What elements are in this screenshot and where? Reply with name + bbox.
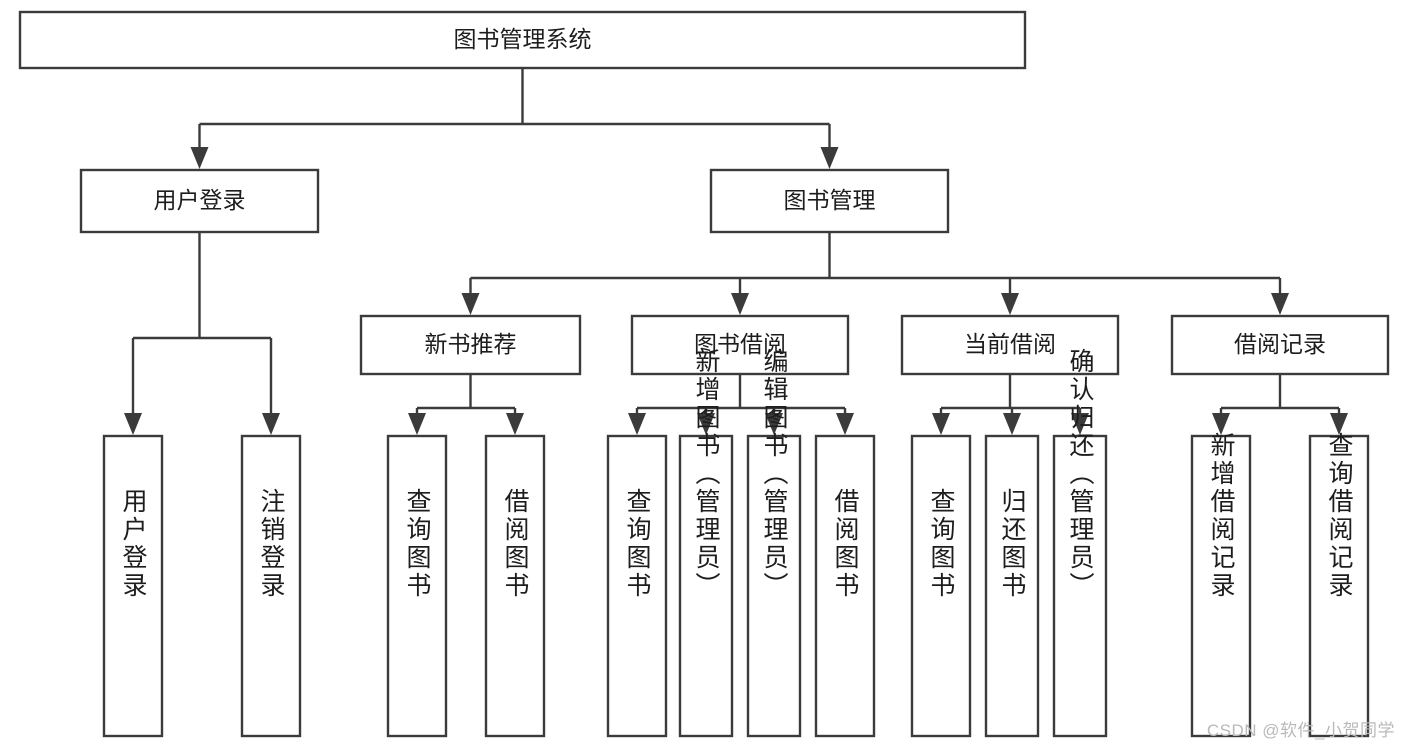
node-leaf-add-borrow-record[interactable]: 新增借阅记录 — [1190, 432, 1252, 738]
node-label-leaf-query-book-3: 查询图书 — [927, 488, 956, 600]
node-label-leaf-add-borrow-record: 新增借阅记录 — [1207, 432, 1236, 600]
node-leaf-borrow-book-1[interactable]: 借阅图书 — [484, 434, 546, 738]
node-root[interactable]: 图书管理系统 — [18, 10, 1027, 70]
node-leaf-add-book-admin[interactable]: 新增图书（管理员） — [678, 348, 734, 738]
node-label-leaf-confirm-return-admin: 确认归还（管理员） — [1066, 348, 1095, 600]
node-box-leaf-logout[interactable] — [240, 434, 302, 738]
node-box-l2-book-mgmt[interactable] — [709, 168, 950, 234]
node-box-l2-user-login[interactable] — [79, 168, 320, 234]
node-l3-borrow-record[interactable]: 借阅记录 — [1170, 314, 1390, 376]
node-label-root: 图书管理系统 — [454, 26, 592, 52]
node-box-leaf-user-login[interactable] — [102, 434, 164, 738]
node-label-leaf-borrow-book-2: 借阅图书 — [831, 488, 860, 600]
edges-layer — [124, 68, 1348, 435]
node-leaf-return-book[interactable]: 归还图书 — [984, 434, 1040, 738]
node-label-l3-book-borrow: 图书借阅 — [694, 331, 786, 357]
node-label-leaf-user-login: 用户登录 — [119, 488, 148, 600]
node-label-l2-book-mgmt: 图书管理 — [784, 187, 876, 213]
edge-group-l3_book_borrow — [628, 374, 854, 435]
node-label-leaf-return-book: 归还图书 — [998, 488, 1027, 600]
node-leaf-logout[interactable]: 注销登录 — [240, 434, 302, 738]
node-box-leaf-add-borrow-record[interactable] — [1190, 434, 1252, 738]
node-box-leaf-query-book-2[interactable] — [606, 434, 668, 738]
node-box-leaf-query-book-3[interactable] — [910, 434, 972, 738]
node-box-leaf-query-book-1[interactable] — [386, 434, 448, 738]
node-label-leaf-query-borrow-record: 查询借阅记录 — [1325, 432, 1354, 600]
edge-group-l3_new_book_rec — [408, 374, 524, 435]
node-box-leaf-edit-book-admin[interactable] — [746, 434, 802, 738]
node-label-l3-current-borrow: 当前借阅 — [964, 331, 1056, 357]
node-leaf-user-login[interactable]: 用户登录 — [102, 434, 164, 738]
edge-group-l2_book_mgmt — [461, 232, 1289, 315]
node-box-l3-borrow-record[interactable] — [1170, 314, 1390, 376]
node-box-l3-book-borrow[interactable] — [630, 314, 850, 376]
watermark-label: CSDN @软件_小贺同学 — [1206, 721, 1395, 740]
nodes-layer: 图书管理系统用户登录图书管理新书推荐图书借阅当前借阅借阅记录用户登录注销登录查询… — [18, 10, 1390, 738]
node-box-leaf-borrow-book-1[interactable] — [484, 434, 546, 738]
node-leaf-borrow-book-2[interactable]: 借阅图书 — [814, 434, 876, 738]
node-label-l3-new-book-rec: 新书推荐 — [425, 331, 517, 357]
node-l3-current-borrow[interactable]: 当前借阅 — [900, 314, 1120, 376]
node-leaf-edit-book-admin[interactable]: 编辑图书（管理员） — [746, 348, 802, 738]
edge-group-l3_current_borrow — [932, 374, 1089, 435]
node-box-leaf-borrow-book-2[interactable] — [814, 434, 876, 738]
node-box-leaf-query-borrow-record[interactable] — [1308, 434, 1370, 738]
node-label-l3-borrow-record: 借阅记录 — [1234, 331, 1326, 357]
node-l2-user-login[interactable]: 用户登录 — [79, 168, 320, 234]
node-l3-book-borrow[interactable]: 图书借阅 — [630, 314, 850, 376]
node-leaf-query-book-2[interactable]: 查询图书 — [606, 434, 668, 738]
node-label-l2-user-login: 用户登录 — [154, 187, 246, 213]
node-label-leaf-add-book-admin: 新增图书（管理员） — [692, 348, 721, 600]
edge-group-root — [190, 68, 839, 169]
node-label-leaf-query-book-2: 查询图书 — [623, 488, 652, 600]
node-box-l3-current-borrow[interactable] — [900, 314, 1120, 376]
node-leaf-confirm-return-admin[interactable]: 确认归还（管理员） — [1052, 348, 1108, 738]
node-l3-new-book-rec[interactable]: 新书推荐 — [359, 314, 582, 376]
edge-group-l2_user_login — [124, 232, 280, 435]
node-label-leaf-logout: 注销登录 — [257, 488, 286, 600]
node-box-leaf-add-book-admin[interactable] — [678, 434, 734, 738]
node-box-l3-new-book-rec[interactable] — [359, 314, 582, 376]
node-box-root[interactable] — [18, 10, 1027, 70]
node-leaf-query-book-1[interactable]: 查询图书 — [386, 434, 448, 738]
node-leaf-query-borrow-record[interactable]: 查询借阅记录 — [1308, 432, 1370, 738]
node-leaf-query-book-3[interactable]: 查询图书 — [910, 434, 972, 738]
node-label-leaf-borrow-book-1: 借阅图书 — [501, 488, 530, 600]
node-box-leaf-return-book[interactable] — [984, 434, 1040, 738]
edge-group-l3_borrow_record — [1212, 374, 1348, 435]
node-l2-book-mgmt[interactable]: 图书管理 — [709, 168, 950, 234]
node-label-leaf-query-book-1: 查询图书 — [403, 488, 432, 600]
node-label-leaf-edit-book-admin: 编辑图书（管理员） — [760, 348, 789, 600]
node-box-leaf-confirm-return-admin[interactable] — [1052, 434, 1108, 738]
